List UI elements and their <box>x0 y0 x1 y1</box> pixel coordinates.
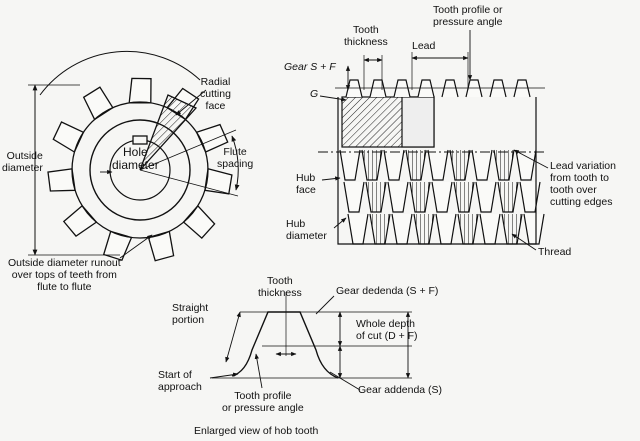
g-leader <box>319 95 347 102</box>
body-tooth <box>413 213 435 245</box>
hob-root-circle <box>71 101 209 239</box>
addenda-leader <box>329 371 361 391</box>
runout-leader <box>119 234 153 259</box>
label-gear-dedenda: Gear dedenda (S + F) <box>336 285 439 297</box>
enl-profile-leader <box>254 353 263 389</box>
side-tooth-profile <box>441 79 459 98</box>
body-tooth <box>365 181 387 213</box>
keyway <box>132 135 148 145</box>
hob-cutter-teeth <box>47 77 233 262</box>
body-tooth <box>347 213 369 245</box>
hob-tooth <box>182 204 216 240</box>
tooth-profile <box>231 311 339 379</box>
body-tooth <box>361 149 383 181</box>
label-thread: Thread <box>538 246 572 258</box>
hob-tooth <box>47 168 76 192</box>
body-tooth <box>339 149 361 181</box>
hob-tooth <box>147 230 175 262</box>
radial-face-hatch <box>139 94 198 171</box>
straight-portion-dim <box>225 311 241 363</box>
body-tooth <box>453 181 475 213</box>
flute-spacing-line-1 <box>139 129 237 171</box>
hob-tooth <box>62 204 98 237</box>
hob-body-teeth <box>337 97 545 245</box>
hob-tooth <box>204 167 233 195</box>
label-gear-sf: Gear S + F <box>284 61 336 73</box>
body-tooth <box>497 181 519 213</box>
hob-face-view <box>28 50 240 262</box>
body-tooth <box>409 181 431 213</box>
top-tooth-profiles <box>345 79 531 98</box>
body-tooth <box>435 213 457 245</box>
hob-tooth <box>102 230 133 261</box>
body-tooth <box>471 149 493 181</box>
hub-face-leader <box>321 176 341 181</box>
radial-face-leader <box>175 89 207 116</box>
hob-tooth <box>82 86 114 121</box>
body-tooth <box>457 213 479 245</box>
label-lead: Lead <box>412 40 436 52</box>
side-tooth-profile <box>369 79 387 98</box>
body-tooth <box>431 181 453 213</box>
dedenda-leader <box>315 295 335 315</box>
side-tooth-profile <box>417 79 435 98</box>
label-gear-addenda: Gear addenda (S) <box>358 384 443 396</box>
lead-variation-leader <box>513 149 549 169</box>
body-tooth <box>519 181 541 213</box>
hob-tooth <box>52 121 85 153</box>
hob-side-view <box>318 30 549 251</box>
hob-top-light-block <box>401 96 435 148</box>
body-tooth <box>501 213 523 245</box>
body-tooth <box>383 149 405 181</box>
hub-circle <box>89 119 191 221</box>
body-tooth <box>523 213 545 245</box>
body-tooth <box>479 213 501 245</box>
label-g: G <box>310 88 319 100</box>
caption: Enlarged view of hob tooth <box>194 425 319 437</box>
side-tooth-profile <box>393 79 411 98</box>
side-tooth-profile <box>489 79 507 98</box>
body-tooth <box>369 213 391 245</box>
hob-tooth <box>195 123 229 153</box>
hob-tooth <box>128 77 152 104</box>
body-tooth <box>515 149 537 181</box>
body-tooth <box>475 181 497 213</box>
flute-spacing-arc <box>231 135 240 191</box>
side-tooth-profile <box>465 79 483 98</box>
body-tooth <box>449 149 471 181</box>
side-tooth-profile <box>513 79 531 98</box>
flute-spacing-line-2 <box>139 169 239 197</box>
thread-leader <box>511 233 537 251</box>
body-tooth <box>427 149 449 181</box>
enlarged-tooth-view <box>209 292 412 391</box>
body-tooth <box>391 213 413 245</box>
body-tooth <box>493 149 515 181</box>
start-approach-leader <box>209 372 239 379</box>
outside-diameter-arc <box>39 50 201 96</box>
body-tooth <box>343 181 365 213</box>
hob-body-outline <box>337 97 537 245</box>
body-tooth <box>387 181 409 213</box>
hub-diameter-leader <box>333 217 347 229</box>
body-tooth <box>405 149 427 181</box>
